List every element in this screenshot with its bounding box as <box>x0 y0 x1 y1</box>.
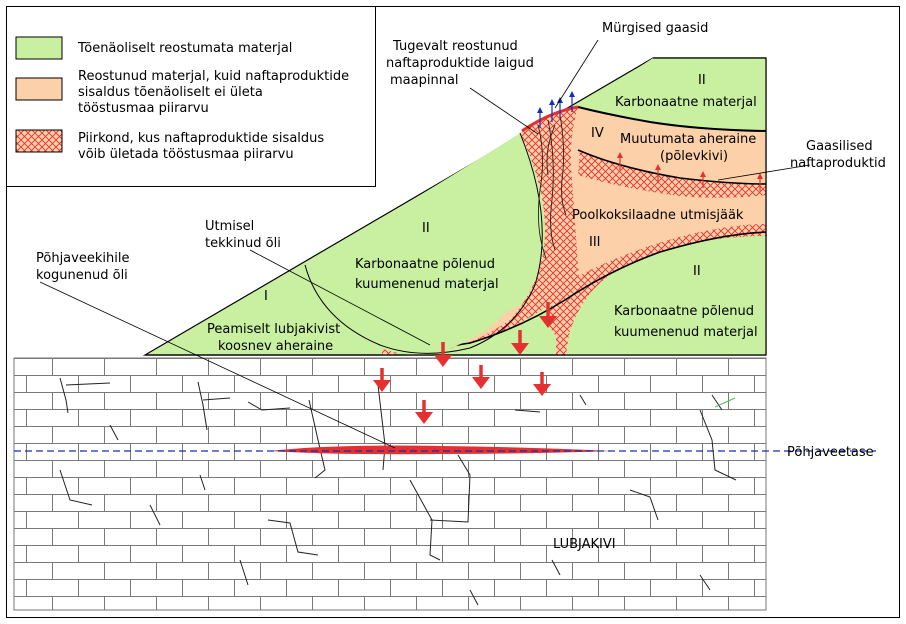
zone-i-line-1: Peamiselt lubjakivist <box>207 322 340 337</box>
leader-lines <box>39 39 811 449</box>
limestone-bedrock <box>13 357 876 611</box>
legend-item-3-line-2: võib ületada tööstusmaa piirarvu <box>78 147 294 162</box>
gas-arrows <box>537 91 575 128</box>
label-groundwater-level: Põhjaveetase <box>787 445 874 460</box>
legend-item-3-line-1: Piirkond, kus naftaproduktide sisaldus <box>78 131 324 146</box>
zone-iv-line-2: (põlevkivi) <box>660 149 728 164</box>
label-limestone: LUBJAKIVI <box>553 537 616 552</box>
label-groundwater-oil-1: Põhjaveekihile <box>36 251 129 266</box>
legend-item-1: Tõenäoliselt reostumata materjal <box>77 41 292 56</box>
legend-item-2-line-3: tööstusmaa piirarvu <box>78 101 209 116</box>
legend-item-2-line-1: Reostunud materjal, kuid naftaproduktide <box>78 69 349 84</box>
waste-pile <box>142 57 767 356</box>
oil-seepage-arrows <box>373 302 557 424</box>
zone-ii-top-line-1: Karbonaatne materjal <box>615 95 757 110</box>
zone-ii-center-numeral: II <box>422 221 430 236</box>
zone-ii-center-line-1: Karbonaatne põlenud <box>355 257 495 272</box>
label-strong-1: Tugevalt reostunud <box>392 39 518 54</box>
zone-iii-line-1: Poolkoksilaadne utmisjääk <box>572 208 744 223</box>
label-gaseous-1: Gaasilised <box>806 139 873 154</box>
label-gaseous-2: naftaproduktid <box>790 156 886 171</box>
label-formed-oil-1: Utmisel <box>205 219 254 234</box>
zone-iv-line-1: Muutumata aheraine <box>620 132 756 147</box>
outer-frame <box>6 6 900 618</box>
label-formed-oil-2: tekkinud õli <box>205 236 281 251</box>
label-strong-2: naftaproduktide laigud <box>386 56 534 71</box>
label-toxic-gases: Mürgised gaasid <box>602 21 708 36</box>
zone-ii-center-line-2: kuumenenud materjal <box>355 277 499 292</box>
zone-i-line-2: koosnev aheraine <box>218 339 333 354</box>
zone-ii-top-numeral: II <box>698 73 706 88</box>
oil-pool <box>270 445 612 455</box>
zone-ii-right-numeral: II <box>693 264 701 279</box>
legend-swatch-exceeding <box>15 129 63 153</box>
zone-iv-numeral: IV <box>591 126 604 141</box>
legend: Tõenäoliselt reostumata materjal Reostun… <box>6 6 376 187</box>
zone-iii-numeral: III <box>589 235 601 250</box>
zone-ii-right-line-2: kuumenenud materjal <box>614 325 758 340</box>
gaseous-arrows <box>617 152 763 191</box>
legend-swatch-uncontaminated <box>15 36 63 60</box>
legend-item-2-line-2: sisaldus tõenäoliselt ei ületa <box>78 85 263 100</box>
zone-i-numeral: I <box>264 289 268 304</box>
label-strong-3: maapinnal <box>390 73 459 88</box>
label-groundwater-oil-2: kogunenud õli <box>36 268 128 283</box>
legend-swatch-contaminated <box>15 77 63 101</box>
zone-ii-right-line-1: Karbonaatne põlenud <box>614 304 754 319</box>
